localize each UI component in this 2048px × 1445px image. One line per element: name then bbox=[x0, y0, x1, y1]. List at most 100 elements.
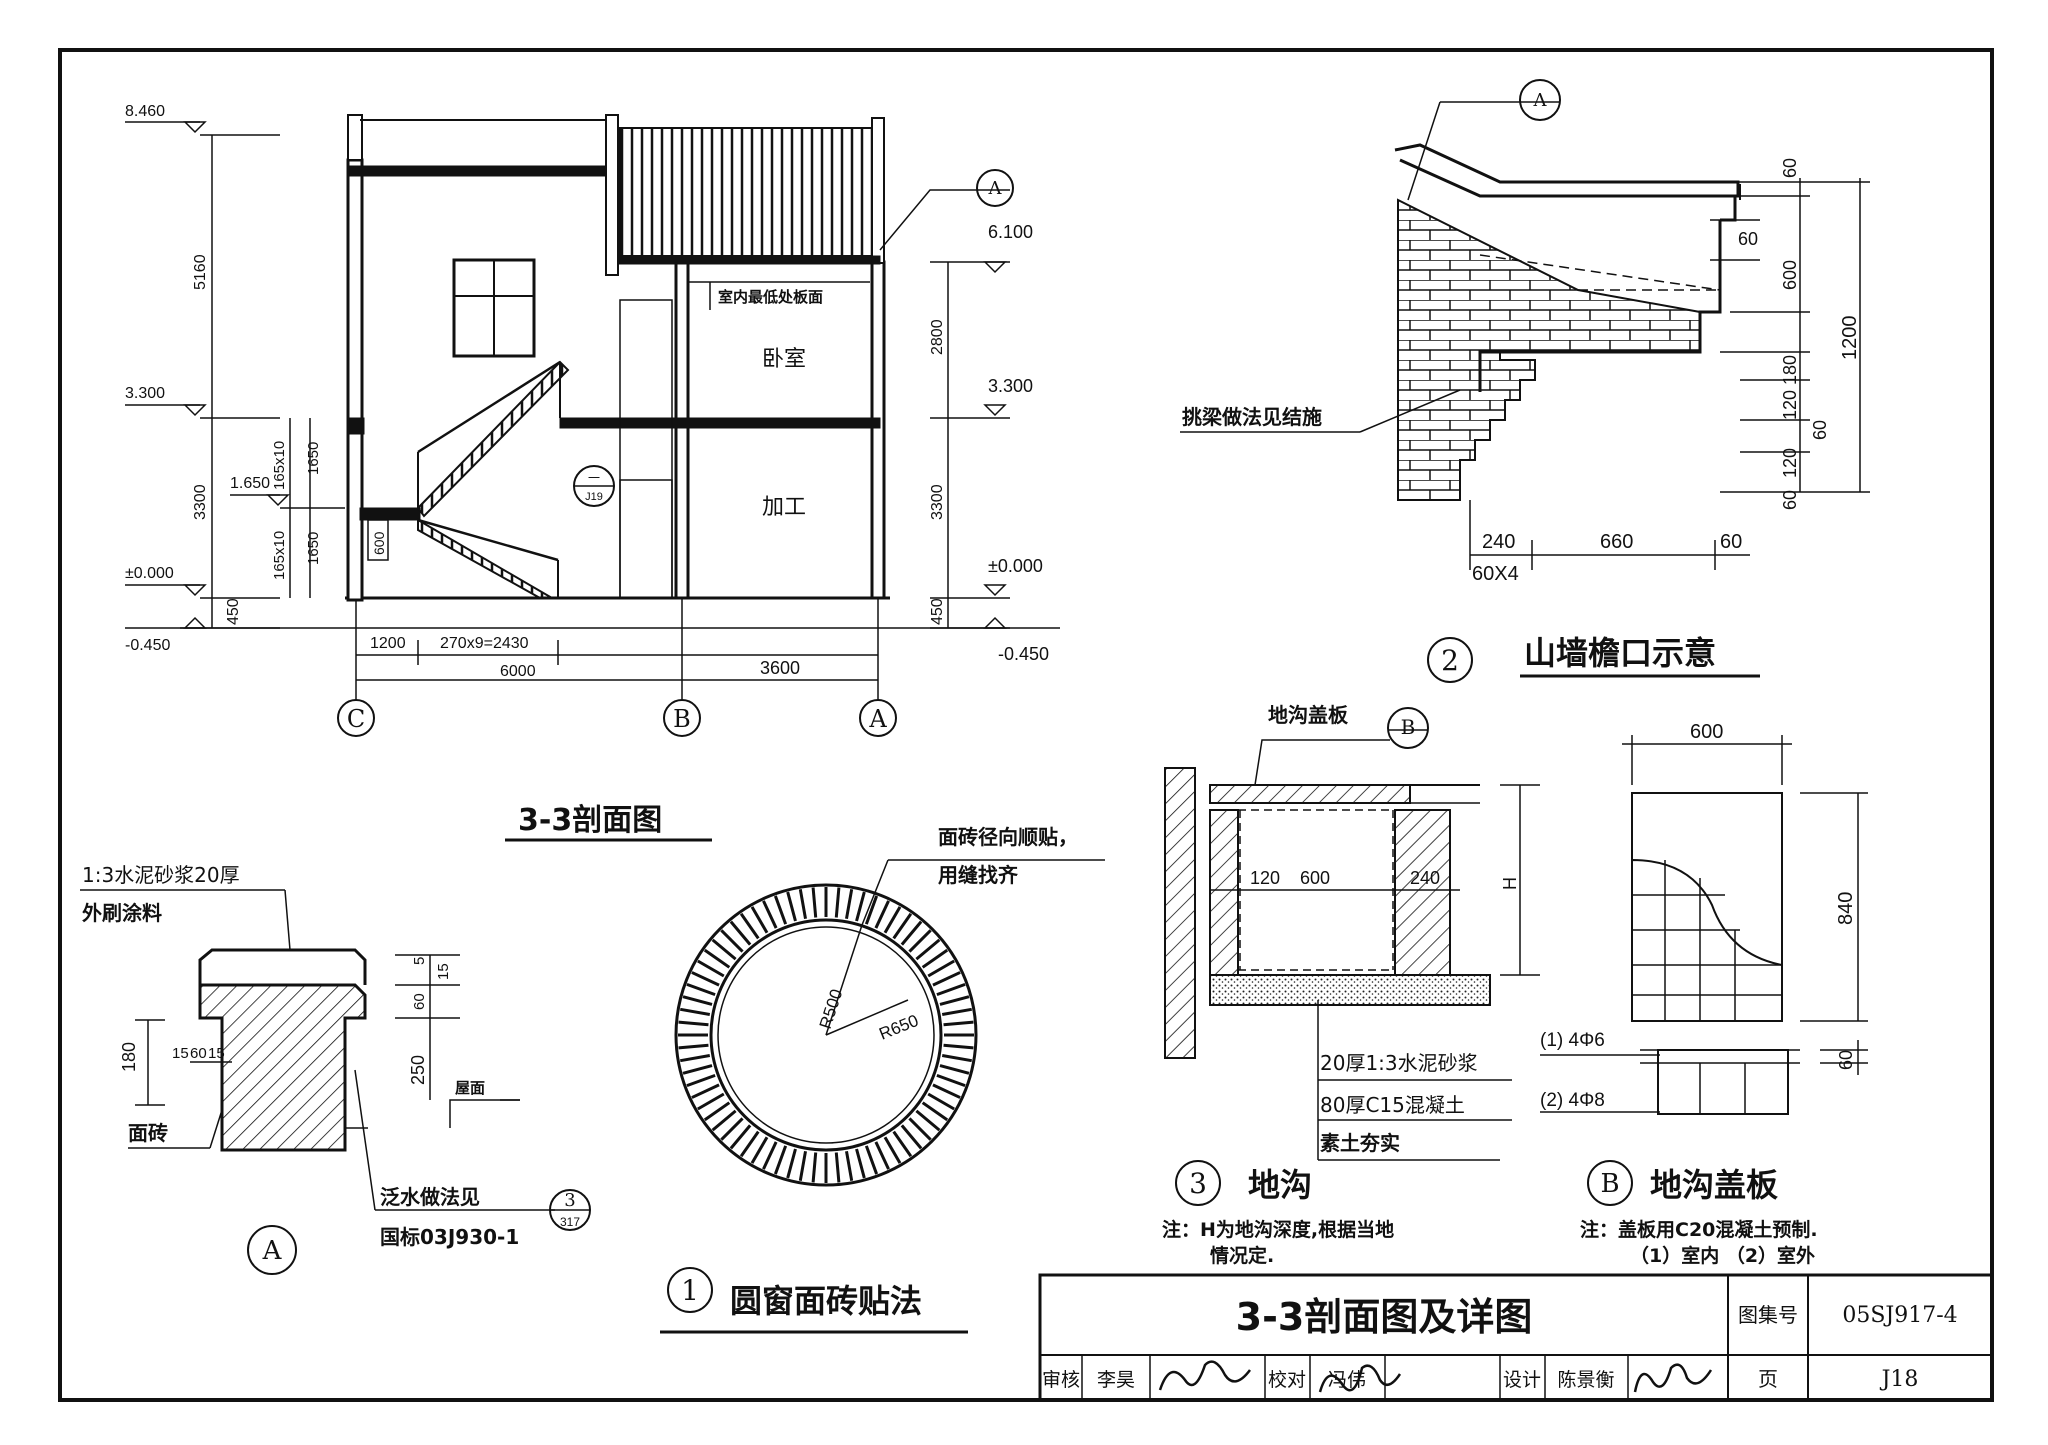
detail1-note-1: 面砖径向顺贴， bbox=[938, 825, 1078, 849]
titleblock-page-no: J18 bbox=[1880, 1367, 1919, 1392]
detail3-number: 3 bbox=[1189, 1167, 1207, 1200]
detailA-flashing-2: 国标03J930-1 bbox=[380, 1225, 519, 1249]
titleblock-review-name: 李昊 bbox=[1097, 1369, 1135, 1391]
tile-ray bbox=[762, 1141, 778, 1170]
tile-ray bbox=[936, 1073, 966, 1088]
detail3-ref-b: B bbox=[1401, 715, 1416, 739]
ref-1-top: 一 bbox=[588, 471, 600, 485]
detailB-dim-600: 600 bbox=[1690, 721, 1723, 743]
dim-3600: 3600 bbox=[760, 658, 800, 678]
tile-ray bbox=[864, 1145, 879, 1175]
dim-5160: 5160 bbox=[192, 254, 209, 290]
detail2-dim-600: 600 bbox=[1780, 260, 1800, 290]
tile-ray bbox=[932, 971, 961, 987]
detail3-dim-240: 240 bbox=[1410, 868, 1440, 888]
note-lowest-floor: 室内最低处板面 bbox=[718, 288, 823, 306]
detail1-r650: R650 bbox=[876, 1011, 921, 1044]
elev-3300-right: 3.300 bbox=[988, 376, 1033, 396]
tile-ray bbox=[786, 1148, 797, 1179]
tile-ray bbox=[773, 895, 788, 925]
detailA-dim-5: 5 bbox=[411, 957, 428, 965]
tile-ray bbox=[697, 959, 725, 978]
tile-ray bbox=[811, 887, 818, 918]
detailB-dim-60: 60 bbox=[1836, 1050, 1856, 1070]
detail3-title: 地沟 bbox=[1248, 1166, 1312, 1204]
elev-0000-left: ±0.000 bbox=[125, 565, 174, 582]
elev-0000-right: ±0.000 bbox=[988, 556, 1043, 576]
axis-a-label: A bbox=[868, 705, 887, 733]
detail2-number: 2 bbox=[1441, 644, 1459, 677]
detail-b-cover bbox=[1540, 735, 1868, 1206]
detail3-layer-1: 20厚1:3水泥砂浆 bbox=[1320, 1051, 1478, 1075]
ref-a-symbol: A bbox=[988, 178, 1003, 199]
elev-neg0450-left: -0.450 bbox=[125, 637, 170, 654]
room-bedroom: 卧室 bbox=[762, 347, 806, 372]
tile-ray bbox=[750, 906, 769, 934]
detailB-rebar-2: (2) 4Φ8 bbox=[1540, 1090, 1605, 1111]
detail-a-parapet bbox=[80, 889, 591, 1275]
tile-ray bbox=[678, 1020, 709, 1027]
tile-ray bbox=[874, 1141, 890, 1170]
tile-ray bbox=[936, 982, 966, 997]
sheet-border bbox=[58, 48, 1994, 1402]
detailA-note-tile: 面砖 bbox=[128, 1121, 168, 1145]
detailB-title: 地沟盖板 bbox=[1650, 1166, 1778, 1204]
tile-ray bbox=[939, 1064, 970, 1075]
axis-c-label: C bbox=[347, 705, 365, 733]
tile-ray bbox=[915, 1109, 941, 1132]
tile-ray bbox=[711, 1109, 737, 1132]
tile-ray bbox=[892, 912, 913, 940]
dim-1200: 1200 bbox=[370, 635, 406, 652]
tile-ray bbox=[845, 888, 854, 920]
tile-ray bbox=[927, 959, 955, 978]
tile-ray bbox=[834, 1152, 841, 1183]
tile-ray bbox=[915, 938, 941, 961]
detailA-dim-15c: 15 bbox=[435, 963, 452, 980]
detailA-dim-15b: 15 bbox=[208, 1045, 225, 1062]
signature-review bbox=[1158, 1360, 1251, 1391]
tile-ray bbox=[678, 1043, 709, 1050]
detail2-dim-60c: 60 bbox=[1810, 420, 1830, 440]
tile-ray bbox=[943, 1043, 974, 1050]
detail2-dim-60b: 60 bbox=[1738, 229, 1758, 249]
detail-3-trench bbox=[1164, 707, 1540, 1206]
title-block bbox=[1038, 1273, 1994, 1402]
tile-ray bbox=[855, 1148, 866, 1179]
dim-3300-right: 3300 bbox=[929, 484, 946, 520]
tile-ray bbox=[682, 1064, 713, 1075]
detail2-ref-a: A bbox=[1533, 90, 1548, 111]
tile-ray bbox=[786, 891, 797, 922]
tile-ray bbox=[932, 1083, 961, 1099]
tile-ray bbox=[921, 1101, 949, 1122]
detailA-ref-top: 3 bbox=[564, 1190, 575, 1211]
detail-2-eave bbox=[1180, 79, 1870, 683]
detailA-note-paint: 外刷涂料 bbox=[82, 901, 162, 925]
detail3-dim-h: H bbox=[1500, 877, 1520, 890]
tile-ray bbox=[941, 1054, 973, 1063]
dim-stair-1: 165x10 bbox=[271, 441, 288, 490]
detail3-layer-2: 80厚C15混凝土 bbox=[1320, 1093, 1465, 1117]
detailA-roof-label: 屋面 bbox=[455, 1079, 485, 1097]
tile-ray bbox=[908, 929, 932, 953]
titleblock-title: 3-3剖面图及详图 bbox=[1236, 1295, 1533, 1339]
dim-2800: 2800 bbox=[929, 319, 946, 355]
titleblock-review-label: 审核 bbox=[1042, 1369, 1080, 1391]
elev-neg0450-right: -0.450 bbox=[998, 644, 1049, 664]
tile-ray bbox=[686, 982, 716, 997]
dim-stair-3: 165x10 bbox=[271, 531, 288, 580]
detailA-dim-250: 250 bbox=[408, 1055, 428, 1085]
signature-design bbox=[1633, 1363, 1713, 1393]
detail3-layer-3: 素土夯实 bbox=[1320, 1131, 1400, 1155]
detail-1-round-window bbox=[660, 859, 1105, 1334]
detailA-label: A bbox=[262, 1236, 283, 1266]
detail3-note-2: 情况定. bbox=[1210, 1244, 1274, 1267]
tile-ray bbox=[798, 1150, 807, 1182]
tile-ray bbox=[750, 1136, 769, 1164]
detail2-title: 山墙檐口示意 bbox=[1524, 634, 1716, 672]
detail2-dim-660: 660 bbox=[1600, 531, 1633, 553]
tile-ray bbox=[691, 1083, 720, 1099]
dim-stair-600: 600 bbox=[371, 531, 387, 555]
tile-ray bbox=[892, 1130, 913, 1158]
section-3-3 bbox=[125, 114, 1060, 842]
